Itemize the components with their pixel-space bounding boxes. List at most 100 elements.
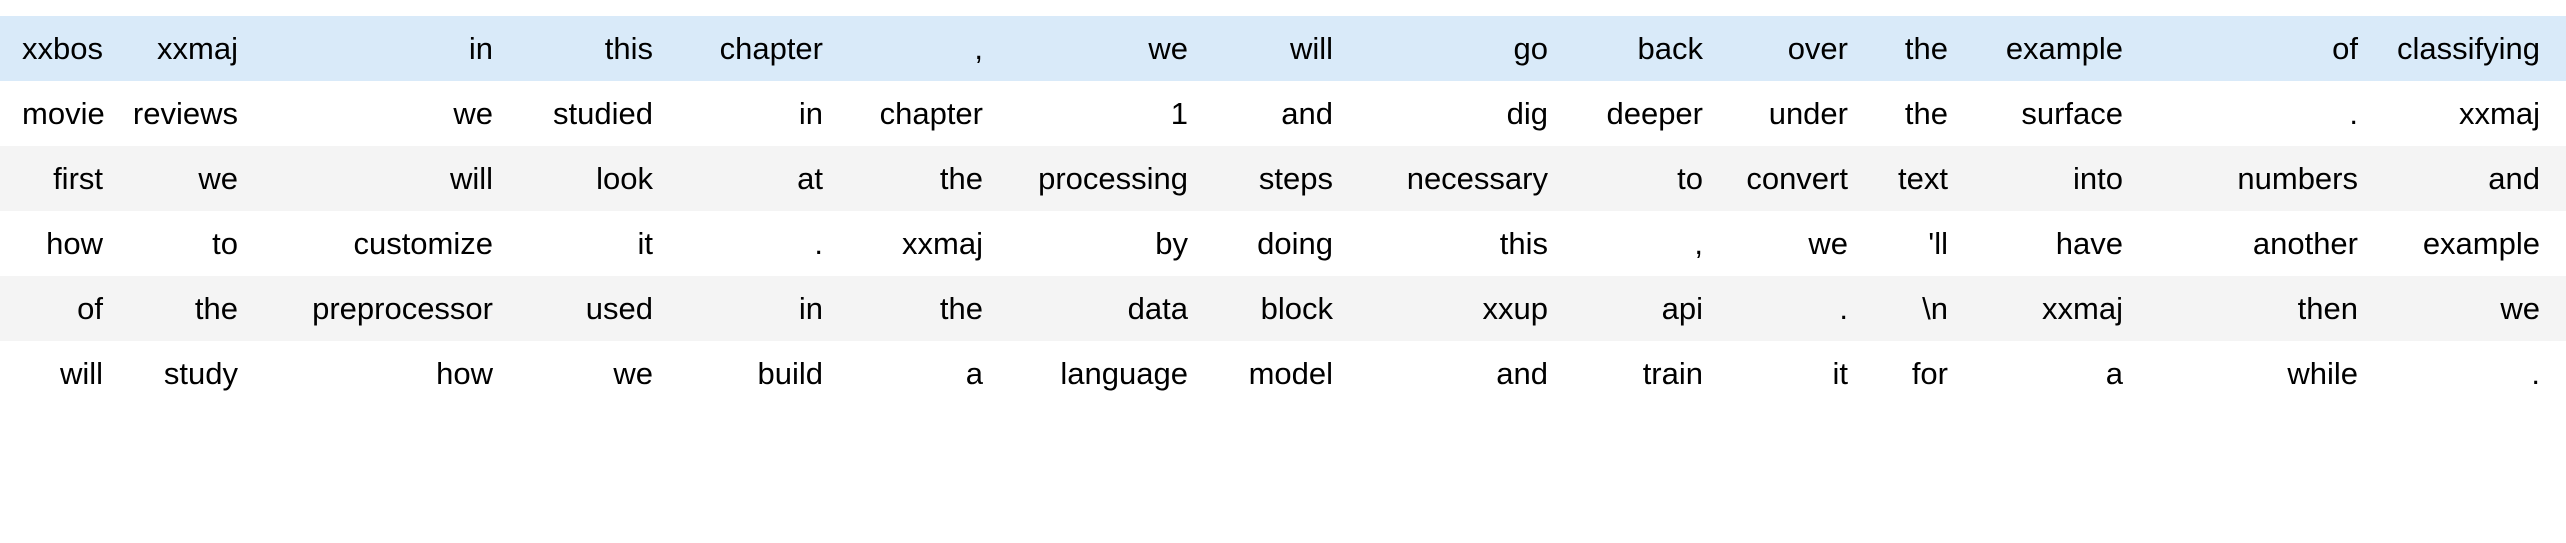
table-cell: processing xyxy=(995,146,1200,211)
table-cell: numbers xyxy=(2135,146,2370,211)
table-cell: the xyxy=(115,276,250,341)
table-cell: will xyxy=(250,146,505,211)
table-cell: \n xyxy=(1860,276,1960,341)
table-cell: xxmaj xyxy=(1960,276,2135,341)
table-cell: into xyxy=(1960,146,2135,211)
table-cell: . xyxy=(2135,81,2370,146)
table-cell: example xyxy=(2370,211,2566,276)
table-cell: the xyxy=(835,146,995,211)
table-cell: example xyxy=(1960,16,2135,81)
table-cell: the xyxy=(1860,81,1960,146)
table-cell: of xyxy=(0,276,115,341)
table-cell: a xyxy=(1960,341,2135,406)
table-cell: the xyxy=(835,276,995,341)
table-cell: to xyxy=(115,211,250,276)
table-cell: by xyxy=(995,211,1200,276)
table-cell: go xyxy=(1345,16,1560,81)
table-cell: this xyxy=(505,16,665,81)
table-cell: a xyxy=(835,341,995,406)
table-cell: study xyxy=(115,341,250,406)
table-cell: under xyxy=(1715,81,1860,146)
table-cell: deeper xyxy=(1560,81,1715,146)
table-cell: . xyxy=(665,211,835,276)
table-cell: , xyxy=(1560,211,1715,276)
table-cell: and xyxy=(2370,146,2566,211)
table-cell: 'll xyxy=(1860,211,1960,276)
table-cell: in xyxy=(665,81,835,146)
table-cell: and xyxy=(1345,341,1560,406)
table-cell: of xyxy=(2135,16,2370,81)
table-cell: steps xyxy=(1200,146,1345,211)
table-cell: necessary xyxy=(1345,146,1560,211)
table-cell: . xyxy=(2370,341,2566,406)
table-cell: we xyxy=(505,341,665,406)
table-cell: another xyxy=(2135,211,2370,276)
table-cell: movie xyxy=(0,81,115,146)
table-cell: 1 xyxy=(995,81,1200,146)
table-cell: over xyxy=(1715,16,1860,81)
table-cell: back xyxy=(1560,16,1715,81)
table-cell: classifying xyxy=(2370,16,2566,81)
table-cell: then xyxy=(2135,276,2370,341)
table-top-spacer xyxy=(0,0,2566,16)
table-cell: api xyxy=(1560,276,1715,341)
table-cell: chapter xyxy=(835,81,995,146)
table-cell: xxbos xyxy=(0,16,115,81)
table-cell: , xyxy=(835,16,995,81)
table-cell: will xyxy=(0,341,115,406)
table-cell: surface xyxy=(1960,81,2135,146)
table-cell: we xyxy=(250,81,505,146)
table-cell: dig xyxy=(1345,81,1560,146)
table-cell: at xyxy=(665,146,835,211)
table-cell: we xyxy=(2370,276,2566,341)
table-cell: the xyxy=(1860,16,1960,81)
table-cell: studied xyxy=(505,81,665,146)
table-cell: language xyxy=(995,341,1200,406)
table-cell: we xyxy=(115,146,250,211)
table-cell: xxmaj xyxy=(835,211,995,276)
table-cell: used xyxy=(505,276,665,341)
table-cell: text xyxy=(1860,146,1960,211)
table-cell: xxmaj xyxy=(115,16,250,81)
table-cell: . xyxy=(1715,276,1860,341)
table-cell: look xyxy=(505,146,665,211)
table-cell: reviews xyxy=(115,81,250,146)
table-cell: build xyxy=(665,341,835,406)
table-cell: model xyxy=(1200,341,1345,406)
table-cell: preprocessor xyxy=(250,276,505,341)
table-cell: and xyxy=(1200,81,1345,146)
table-cell: xxup xyxy=(1345,276,1560,341)
table-cell: will xyxy=(1200,16,1345,81)
table-cell: doing xyxy=(1200,211,1345,276)
table-cell: it xyxy=(1715,341,1860,406)
table-cell: it xyxy=(505,211,665,276)
table-cell: how xyxy=(0,211,115,276)
table-cell: while xyxy=(2135,341,2370,406)
table-cell: xxmaj xyxy=(2370,81,2566,146)
table-cell: block xyxy=(1200,276,1345,341)
table-cell: train xyxy=(1560,341,1715,406)
table-cell: in xyxy=(250,16,505,81)
table-cell: we xyxy=(995,16,1200,81)
table-cell: customize xyxy=(250,211,505,276)
table-cell: we xyxy=(1715,211,1860,276)
table-cell: to xyxy=(1560,146,1715,211)
table-bottom-spacer xyxy=(0,406,2566,422)
table-cell: first xyxy=(0,146,115,211)
table-cell: for xyxy=(1860,341,1960,406)
table-cell: data xyxy=(995,276,1200,341)
table-cell: in xyxy=(665,276,835,341)
table-cell: this xyxy=(1345,211,1560,276)
table-cell: have xyxy=(1960,211,2135,276)
table-cell: convert xyxy=(1715,146,1860,211)
table-cell: how xyxy=(250,341,505,406)
